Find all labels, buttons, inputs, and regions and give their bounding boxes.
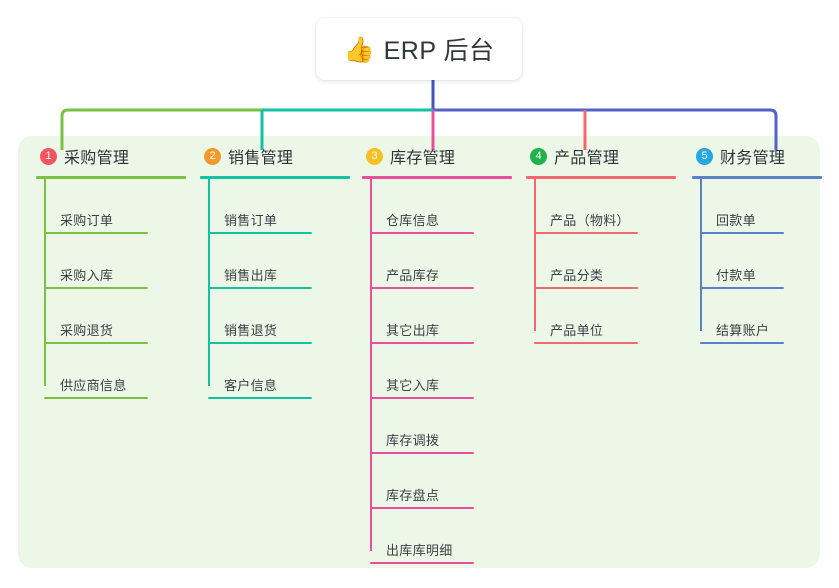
category-spine-3 [370, 178, 372, 551]
leaf-underline [370, 452, 474, 454]
root-title-card[interactable]: 👍 ERP 后台 [316, 18, 522, 80]
category-spine-5 [700, 178, 702, 331]
leaf-underline [208, 232, 312, 234]
leaf-underline [534, 232, 638, 234]
category-underline-1 [36, 176, 186, 179]
leaf-underline [44, 287, 148, 289]
leaf-item[interactable]: 采购退货 [60, 323, 114, 338]
category-underline-4 [526, 176, 676, 179]
leaf-item[interactable]: 库存调拨 [386, 433, 440, 448]
category-title-1: 采购管理 [64, 150, 130, 167]
category-underline-3 [362, 176, 512, 179]
leaf-item[interactable]: 出库库明细 [386, 543, 453, 558]
leaf-underline [534, 287, 638, 289]
category-spine-2 [208, 178, 210, 386]
category-badge-5: 5 [696, 147, 713, 165]
leaf-underline [370, 232, 474, 234]
leaf-underline [208, 397, 312, 399]
category-title-5: 财务管理 [720, 150, 786, 167]
category-header-5[interactable]: 5 财务管理 [692, 144, 785, 168]
leaf-item[interactable]: 付款单 [716, 268, 756, 283]
leaf-item[interactable]: 产品分类 [550, 268, 604, 283]
leaf-item[interactable]: 仓库信息 [386, 213, 440, 228]
category-header-1[interactable]: 1 采购管理 [36, 144, 129, 168]
diagram-background-panel [18, 136, 820, 568]
leaf-item[interactable]: 其它出库 [386, 323, 440, 338]
category-spine-4 [534, 178, 536, 331]
category-underline-2 [200, 176, 350, 179]
leaf-underline [370, 507, 474, 509]
leaf-item[interactable]: 供应商信息 [60, 378, 127, 393]
category-underline-5 [692, 176, 822, 179]
leaf-underline [370, 287, 474, 289]
leaf-item[interactable]: 其它入库 [386, 378, 440, 393]
leaf-item[interactable]: 销售退货 [224, 323, 278, 338]
leaf-underline [44, 342, 148, 344]
leaf-underline [208, 342, 312, 344]
category-badge-1: 1 [40, 147, 57, 165]
leaf-item[interactable]: 结算账户 [716, 323, 770, 338]
category-title-4: 产品管理 [554, 150, 620, 167]
leaf-item[interactable]: 采购入库 [60, 268, 114, 283]
leaf-underline [44, 232, 148, 234]
leaf-underline [700, 232, 784, 234]
category-title-2: 销售管理 [228, 150, 294, 167]
category-header-2[interactable]: 2 销售管理 [200, 144, 293, 168]
leaf-item[interactable]: 产品单位 [550, 323, 604, 338]
category-title-3: 库存管理 [390, 150, 456, 167]
leaf-underline [44, 397, 148, 399]
leaf-underline [370, 397, 474, 399]
category-header-4[interactable]: 4 产品管理 [526, 144, 619, 168]
leaf-underline [700, 287, 784, 289]
leaf-underline [208, 287, 312, 289]
leaf-underline [370, 342, 474, 344]
category-badge-4: 4 [530, 147, 547, 165]
category-badge-3: 3 [366, 147, 383, 165]
category-badge-2: 2 [204, 147, 221, 165]
root-title-text: ERP 后台 [383, 37, 495, 65]
leaf-item[interactable]: 销售出库 [224, 268, 278, 283]
leaf-item[interactable]: 客户信息 [224, 378, 278, 393]
leaf-item[interactable]: 回款单 [716, 213, 756, 228]
leaf-item[interactable]: 产品（物料） [550, 213, 630, 228]
thumbs-up-icon: 👍 [343, 35, 375, 64]
category-spine-1 [44, 178, 46, 386]
leaf-item[interactable]: 采购订单 [60, 213, 114, 228]
leaf-item[interactable]: 产品库存 [386, 268, 440, 283]
leaf-underline [370, 562, 474, 564]
leaf-item[interactable]: 销售订单 [224, 213, 278, 228]
leaf-underline [700, 342, 784, 344]
category-header-3[interactable]: 3 库存管理 [362, 144, 455, 168]
leaf-item[interactable]: 库存盘点 [386, 488, 440, 503]
leaf-underline [534, 342, 638, 344]
